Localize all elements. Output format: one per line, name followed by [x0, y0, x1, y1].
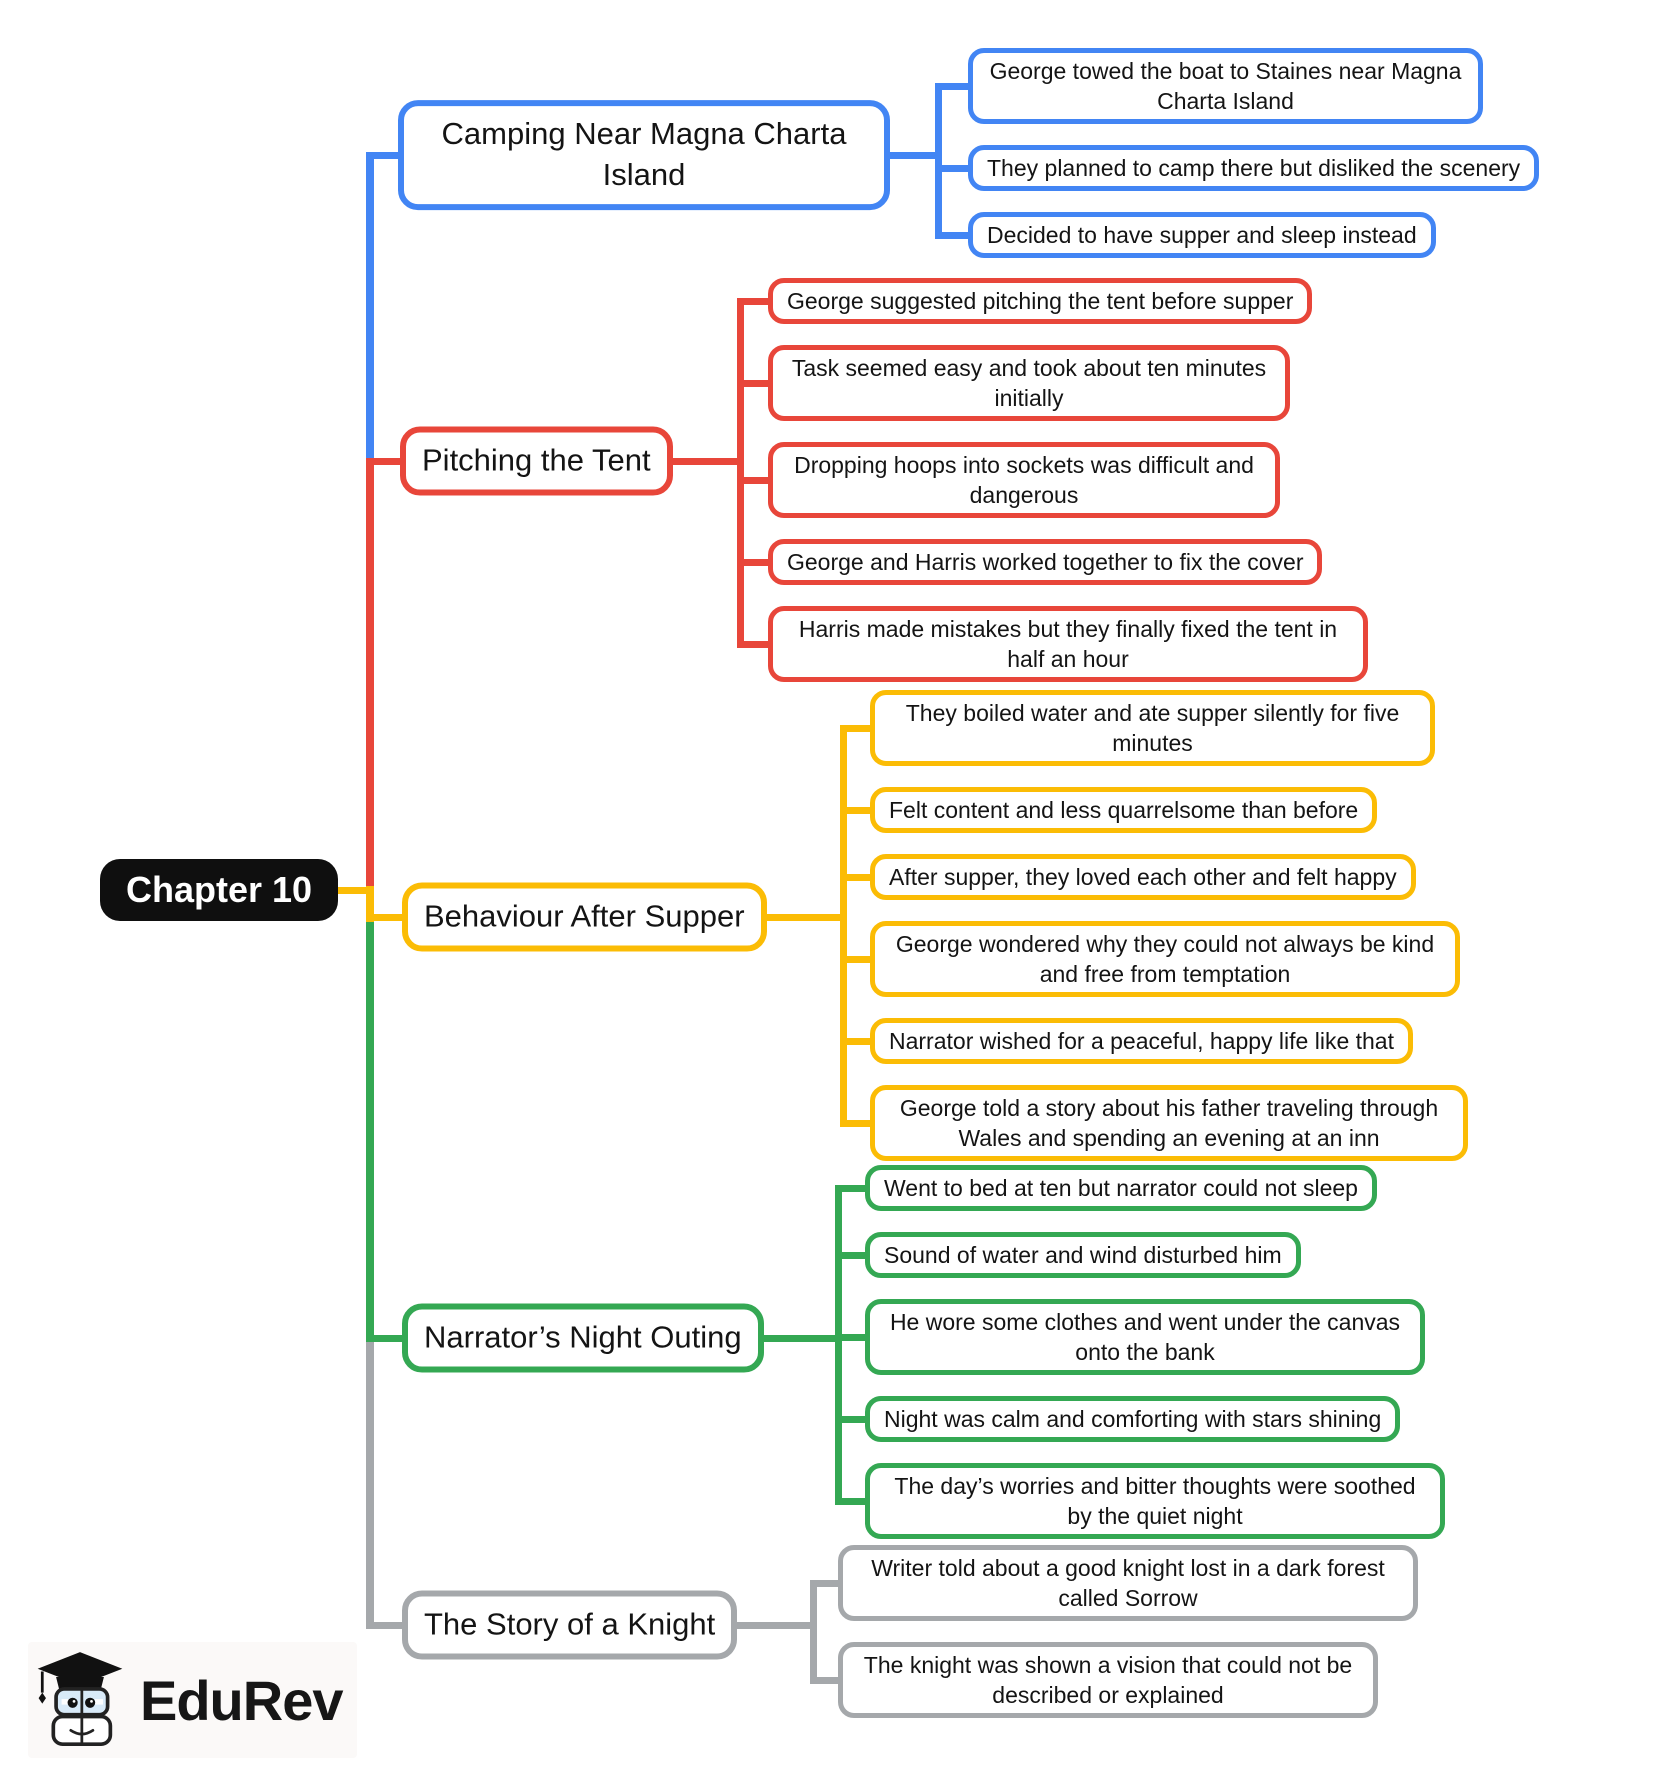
connector-line: [366, 913, 406, 921]
connector-line: [835, 1251, 869, 1259]
connector-line: [835, 1497, 869, 1505]
leaf-node: Sound of water and wind disturbed him: [865, 1232, 1301, 1278]
leaf-node: Night was calm and comforting with stars…: [865, 1396, 1401, 1442]
branch-topic: Behaviour After Supper: [402, 882, 767, 952]
connector-line: [763, 913, 847, 921]
branch-topic: Pitching the Tent: [400, 426, 673, 496]
leaf-node: Decided to have supper and sleep instead: [968, 212, 1436, 258]
connector-line: [935, 164, 972, 172]
children-column: They boiled water and ate supper silentl…: [870, 690, 1468, 1161]
connector-line: [840, 724, 874, 732]
connector-line: [840, 1119, 874, 1127]
edurev-mascot-icon: [34, 1648, 126, 1752]
connector-line: [737, 297, 772, 305]
branch-topic: Narrator’s Night Outing: [402, 1303, 764, 1373]
leaf-node: Dropping hoops into sockets was difficul…: [768, 442, 1280, 518]
leaf-node: Task seemed easy and took about ten minu…: [768, 345, 1290, 421]
leaf-node: Writer told about a good knight lost in …: [838, 1545, 1418, 1621]
leaf-node: George suggested pitching the tent befor…: [768, 278, 1313, 324]
connector-line: [760, 1334, 842, 1342]
connector-line: [366, 457, 404, 465]
branch-topic: Camping Near Magna Charta Island: [398, 100, 890, 210]
leaf-node: He wore some clothes and went under the …: [865, 1299, 1425, 1375]
connector-line: [840, 873, 874, 881]
root-node: Chapter 10: [100, 859, 339, 921]
leaf-node: The knight was shown a vision that could…: [838, 1642, 1378, 1718]
connector-line: [887, 151, 942, 159]
connector-line: [366, 152, 374, 461]
leaf-node: The day’s worries and bitter thoughts we…: [865, 1463, 1445, 1539]
connector-line: [366, 1338, 374, 1629]
connector-line: [366, 922, 374, 1338]
children-column: Went to bed at ten but narrator could no…: [865, 1165, 1445, 1539]
leaf-node: Felt content and less quarrelsome than b…: [870, 787, 1378, 833]
leaf-node: Narrator wished for a peaceful, happy li…: [870, 1018, 1413, 1064]
connector-line: [810, 1676, 842, 1684]
leaf-node: George wondered why they could not alway…: [870, 921, 1460, 997]
edurev-brand-text: EduRev: [140, 1668, 343, 1732]
connector-line: [835, 1333, 869, 1341]
connector-line: [810, 1579, 842, 1587]
connector-line: [835, 1184, 842, 1505]
connector-line: [840, 955, 874, 963]
connector-line: [366, 1334, 406, 1342]
connector-line: [669, 457, 744, 465]
leaf-node: They boiled water and ate supper silentl…: [870, 690, 1435, 766]
branch-topic: The Story of a Knight: [402, 1590, 738, 1660]
connector-line: [737, 379, 772, 387]
edurev-logo: EduRev: [28, 1642, 357, 1758]
leaf-node: Went to bed at ten but narrator could no…: [865, 1165, 1377, 1211]
connector-line: [835, 1184, 869, 1192]
children-column: George suggested pitching the tent befor…: [768, 278, 1368, 682]
connector-line: [737, 558, 772, 566]
connector-line: [737, 476, 772, 484]
leaf-node: Harris made mistakes but they finally fi…: [768, 606, 1368, 682]
connector-line: [935, 82, 972, 90]
leaf-node: They planned to camp there but disliked …: [968, 145, 1540, 191]
connector-line: [334, 886, 374, 894]
leaf-node: George and Harris worked together to fix…: [768, 539, 1323, 585]
connector-line: [935, 231, 972, 239]
connector-line: [810, 1579, 817, 1684]
leaf-node: After supper, they loved each other and …: [870, 854, 1416, 900]
connector-line: [840, 724, 847, 1127]
connector-line: [737, 640, 772, 648]
connector-line: [835, 1415, 869, 1423]
leaf-node: George told a story about his father tra…: [870, 1085, 1468, 1161]
connector-line: [935, 82, 942, 239]
connector-line: [366, 461, 374, 890]
connector-line: [366, 1621, 406, 1629]
connector-line: [366, 151, 402, 159]
leaf-node: George towed the boat to Staines near Ma…: [968, 48, 1483, 124]
connector-line: [734, 1621, 817, 1629]
children-column: Writer told about a good knight lost in …: [838, 1545, 1418, 1718]
children-column: George towed the boat to Staines near Ma…: [968, 48, 1540, 258]
connector-line: [840, 1037, 874, 1045]
connector-line: [840, 806, 874, 814]
connector-line: [737, 297, 744, 648]
connector-line: [366, 886, 374, 922]
